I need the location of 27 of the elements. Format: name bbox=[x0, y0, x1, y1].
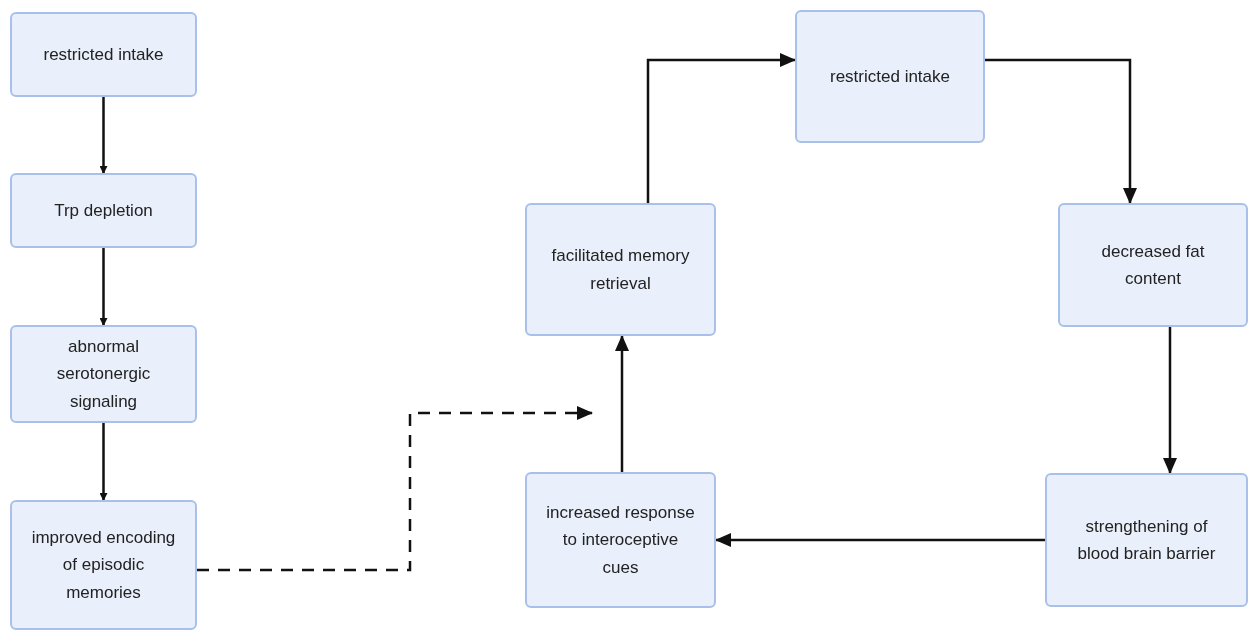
arrow bbox=[99, 97, 108, 174]
arrow bbox=[646, 53, 796, 203]
process-box bbox=[10, 500, 197, 630]
box-label: decreased fat content bbox=[1100, 240, 1206, 290]
arrow bbox=[99, 248, 108, 326]
box-label: strengthening of blood brain barrier bbox=[1076, 515, 1217, 565]
arrow bbox=[615, 335, 629, 472]
process-box bbox=[1058, 203, 1248, 327]
box-label: abnormal serotonergic signaling bbox=[55, 336, 152, 413]
box-label: facilitated memory retrieval bbox=[550, 245, 691, 295]
process-box bbox=[10, 173, 197, 248]
process-box bbox=[10, 325, 197, 423]
box-label: increased response to interoceptive cues bbox=[545, 502, 696, 579]
process-box bbox=[795, 10, 985, 143]
box-label: restricted intake bbox=[830, 65, 950, 88]
process-box bbox=[525, 472, 716, 608]
box-label: restricted intake bbox=[43, 43, 164, 66]
arrow bbox=[985, 58, 1137, 204]
arrow bbox=[99, 423, 108, 501]
process-box bbox=[10, 12, 197, 97]
arrow bbox=[715, 533, 1045, 547]
arrow bbox=[197, 406, 593, 572]
box-label: Trp depletion bbox=[54, 199, 153, 222]
arrow bbox=[1163, 327, 1177, 474]
box-label: improved encoding of episodic memories bbox=[30, 527, 177, 604]
process-box bbox=[525, 203, 716, 336]
process-box bbox=[1045, 473, 1248, 607]
